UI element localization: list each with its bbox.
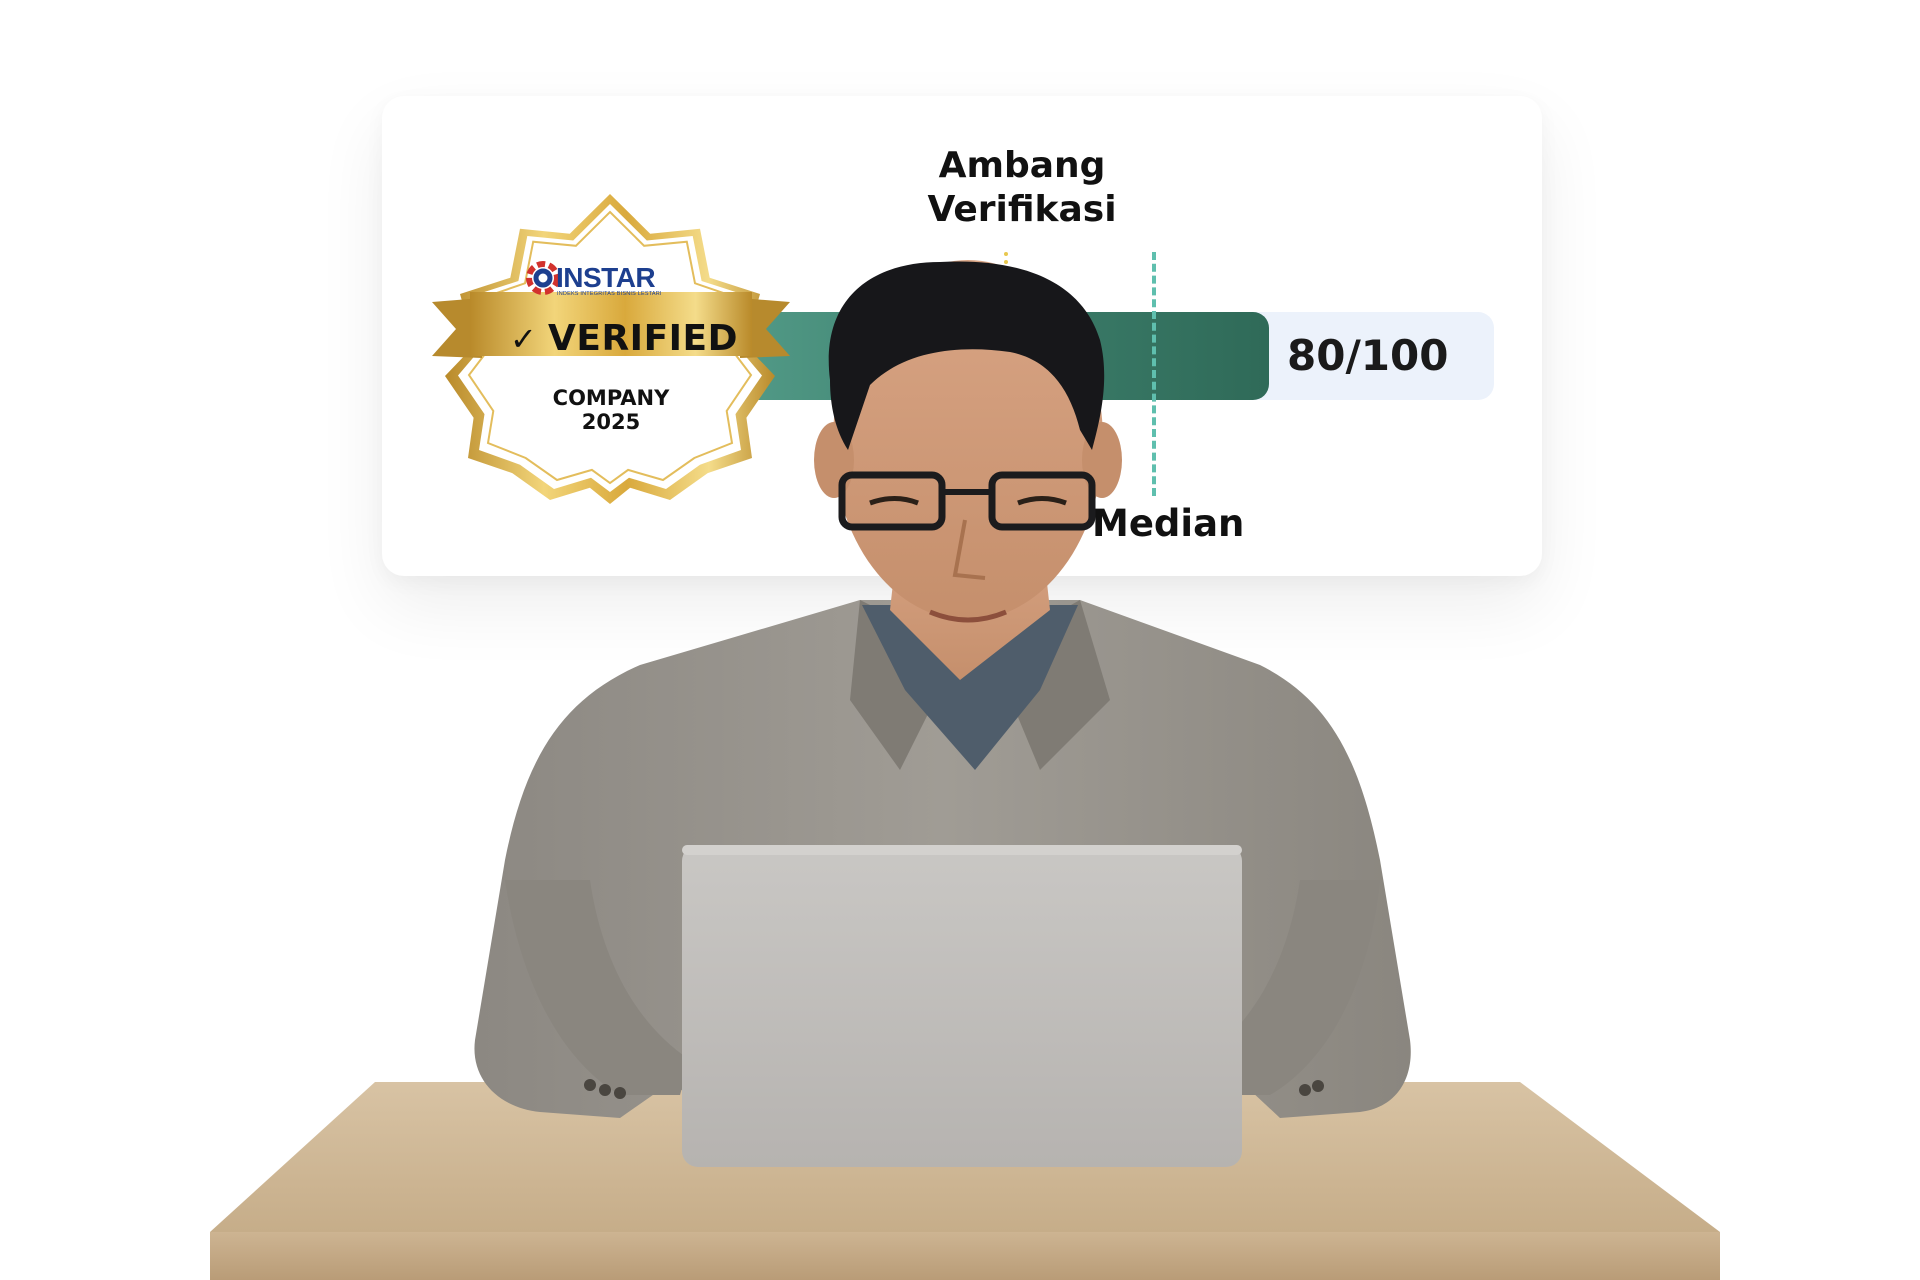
median-label: Median xyxy=(1092,502,1245,545)
badge-company-text: COMPANY xyxy=(552,386,670,410)
badge-brand: INSTAR xyxy=(556,262,656,293)
badge-tagline: INDEKS INTEGRITAS BISNIS LESTARI xyxy=(557,291,662,297)
median-marker xyxy=(1152,252,1156,496)
instar-logo-icon xyxy=(526,261,560,295)
checkmark-icon: ✓ xyxy=(510,320,537,358)
threshold-label: Ambang Verifikasi xyxy=(927,145,1117,230)
score-value: 80/100 xyxy=(1287,331,1449,380)
badge-year-text: 2025 xyxy=(581,410,641,434)
verified-badge: INSTAR INDEKS INTEGRITAS BISNIS LESTARI … xyxy=(430,190,792,508)
badge-ribbon-text: VERIFIED xyxy=(548,318,739,359)
